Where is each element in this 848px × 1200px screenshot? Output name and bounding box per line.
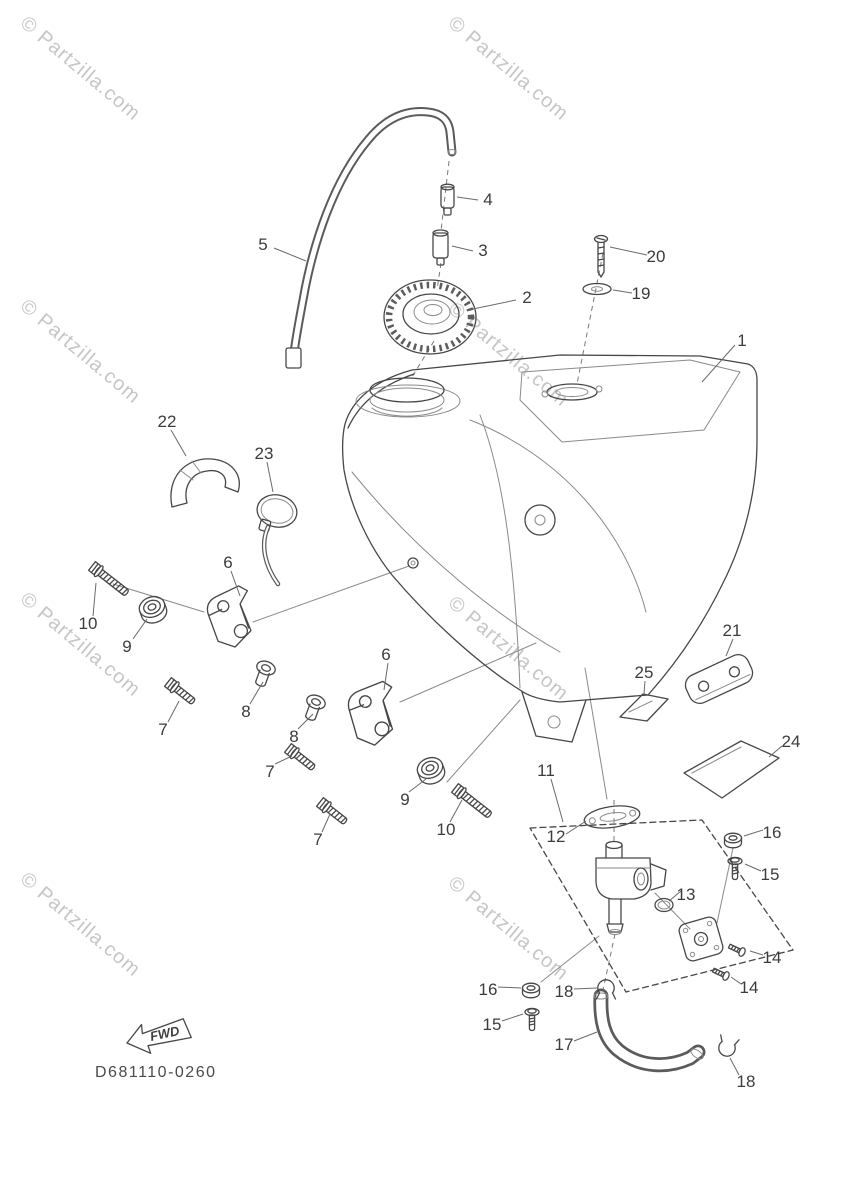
screw-20 [593,234,609,278]
fuel-cap [383,279,477,355]
leader-lines [92,196,783,1076]
breather-hose [285,107,457,369]
fwd-label: FWD [149,1023,182,1044]
grommet-9-1 [135,592,171,628]
bracket-6-right [346,680,397,748]
fwd-arrow: FWD [126,1018,192,1054]
bolt-7-1 [163,676,199,708]
bracket-6-left [204,584,256,651]
screw-15-2 [524,1007,540,1032]
fuel-petcock [595,840,667,935]
o-ring-13 [654,897,674,913]
hose-joint-4 [440,183,455,216]
nut-16-2 [521,982,541,999]
tank-holder-22 [170,458,240,508]
collar-8-1 [249,657,278,690]
grommet-9-2 [413,753,449,789]
fuel-tank [341,354,758,743]
washer-19 [582,282,612,296]
diagram-code: D681110-0260 [95,1064,217,1081]
centerlines [411,160,616,991]
bolt-7-2 [283,742,319,774]
fuel-hose-17 [593,988,706,1073]
bolt-7-3 [315,796,351,828]
lever-25 [619,693,669,722]
hose-joint-3 [432,229,449,266]
hose-clip-18-2 [715,1034,740,1060]
connector-lines [112,565,734,983]
bracket-21 [684,654,754,704]
screw-14-1 [726,941,748,958]
nut-16-1 [723,832,743,849]
petcock-dashed-box [529,819,794,993]
collar-8-2 [299,691,328,724]
plate-24 [683,740,780,799]
bolt-10-2 [450,782,495,822]
diaphragm-cover [678,916,724,962]
gasket-12 [583,805,641,829]
band-clamp-23 [256,494,298,587]
bolt-10-1 [87,560,132,600]
